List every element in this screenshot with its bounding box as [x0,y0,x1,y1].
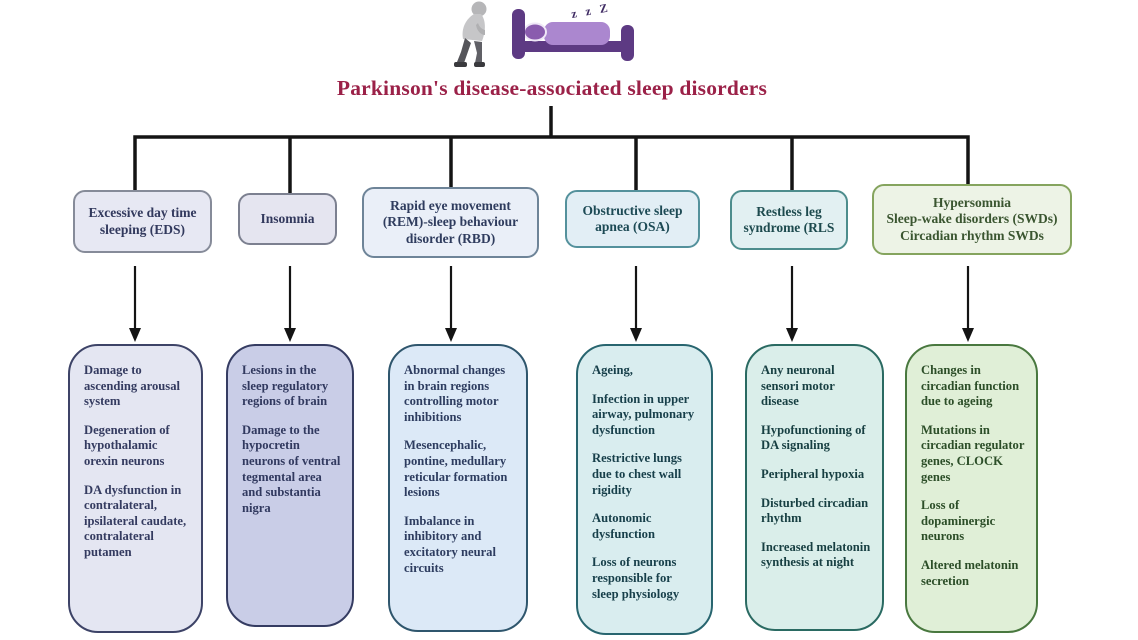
disorder-label-osa: Obstructive sleep apnea (OSA) [582,202,683,234]
disorder-box-swd: Hypersomnia Sleep-wake disorders (SWDs) … [872,184,1072,255]
cause-item: Hypofunctioning of DA signaling [761,422,866,453]
cause-item: Altered melatonin secretion [921,558,1019,588]
disorder-box-rbd: Rapid eye movement (REM)-sleep behaviour… [362,187,539,258]
disorder-label-swd: Hypersomnia Sleep-wake disorders (SWDs) … [886,194,1058,243]
hero-illustration: z z Z [446,0,636,68]
tree-connector [133,106,970,193]
down-arrowheads [129,328,974,342]
cause-item: Restrictive lungs due to chest wall rigi… [592,451,682,497]
disorder-box-eds: Excessive day time sleeping (EDS) [73,190,212,253]
causes-box-insomnia: Lesions in the sleep regulatory regions … [226,344,354,627]
cause-item: Peripheral hypoxia [761,467,865,482]
cause-item: Changes in circadian function due to age… [921,363,1020,409]
disorder-box-rls: Restless leg syndrome (RLS [730,190,848,250]
causes-box-swd: Changes in circadian function due to age… [905,344,1038,633]
causes-box-rls: Any neuronal sensori motor disease Hypof… [745,344,884,631]
disorder-label-eds: Excessive day time sleeping (EDS) [88,205,197,237]
disorder-box-osa: Obstructive sleep apnea (OSA) [565,190,700,248]
cause-item: Abnormal changes in brain regions contro… [404,363,506,424]
cause-item: Damage to the hypocretin neurons of vent… [242,422,341,515]
cause-item: DA dysfunction in contralateral, ipsilat… [84,482,187,560]
cause-item: Loss of dopaminergic neurons [921,498,996,544]
diagram-title: Parkinson's disease-associated sleep dis… [336,76,768,100]
down-arrow-icon [786,328,798,342]
down-arrow-icon [129,328,141,342]
down-arrow-icon [284,328,296,342]
cause-item: Ageing, [592,363,633,377]
cause-item: Imbalance in inhibitory and excitatory n… [404,513,496,575]
cause-item: Disturbed circadian rhythm [761,495,869,526]
sleeping-bed-icon: z z Z [512,4,634,61]
disorder-label-rbd: Rapid eye movement (REM)-sleep behaviour… [382,197,519,246]
cause-item: Mutations in circadian regulator genes, … [921,422,1025,484]
disorder-box-insomnia: Insomnia [238,193,337,245]
cause-item: Infection in upper airway, pulmonary dys… [592,391,695,437]
cause-item: Degeneration of hypothalamic orexin neur… [84,422,170,469]
down-arrow-icon [630,328,642,342]
cause-item: Damage to ascending arousal system [84,363,180,409]
zzz-text: z z Z [570,4,611,21]
cause-item: Loss of neurons responsible for sleep ph… [592,555,680,601]
cause-item: Mesencephalic, pontine, medullary reticu… [404,438,508,500]
cause-item: Autonomic dysfunction [592,511,655,541]
disorder-label-insomnia: Insomnia [260,210,315,226]
causes-box-osa: Ageing, Infection in upper airway, pulmo… [576,344,713,635]
disorder-label-rls: Restless leg syndrome (RLS [743,203,835,235]
causes-box-eds: Damage to ascending arousal system Degen… [68,344,203,633]
down-arrow-icon [962,328,974,342]
cause-item: Lesions in the sleep regulatory regions … [242,363,329,409]
down-arrows [133,266,970,329]
causes-box-rbd: Abnormal changes in brain regions contro… [388,344,528,632]
cause-item: Increased melatonin synthesis at night [761,539,871,570]
walking-person-icon [454,1,487,67]
down-arrow-icon [445,328,457,342]
cause-item: Any neuronal sensori motor disease [761,363,835,409]
